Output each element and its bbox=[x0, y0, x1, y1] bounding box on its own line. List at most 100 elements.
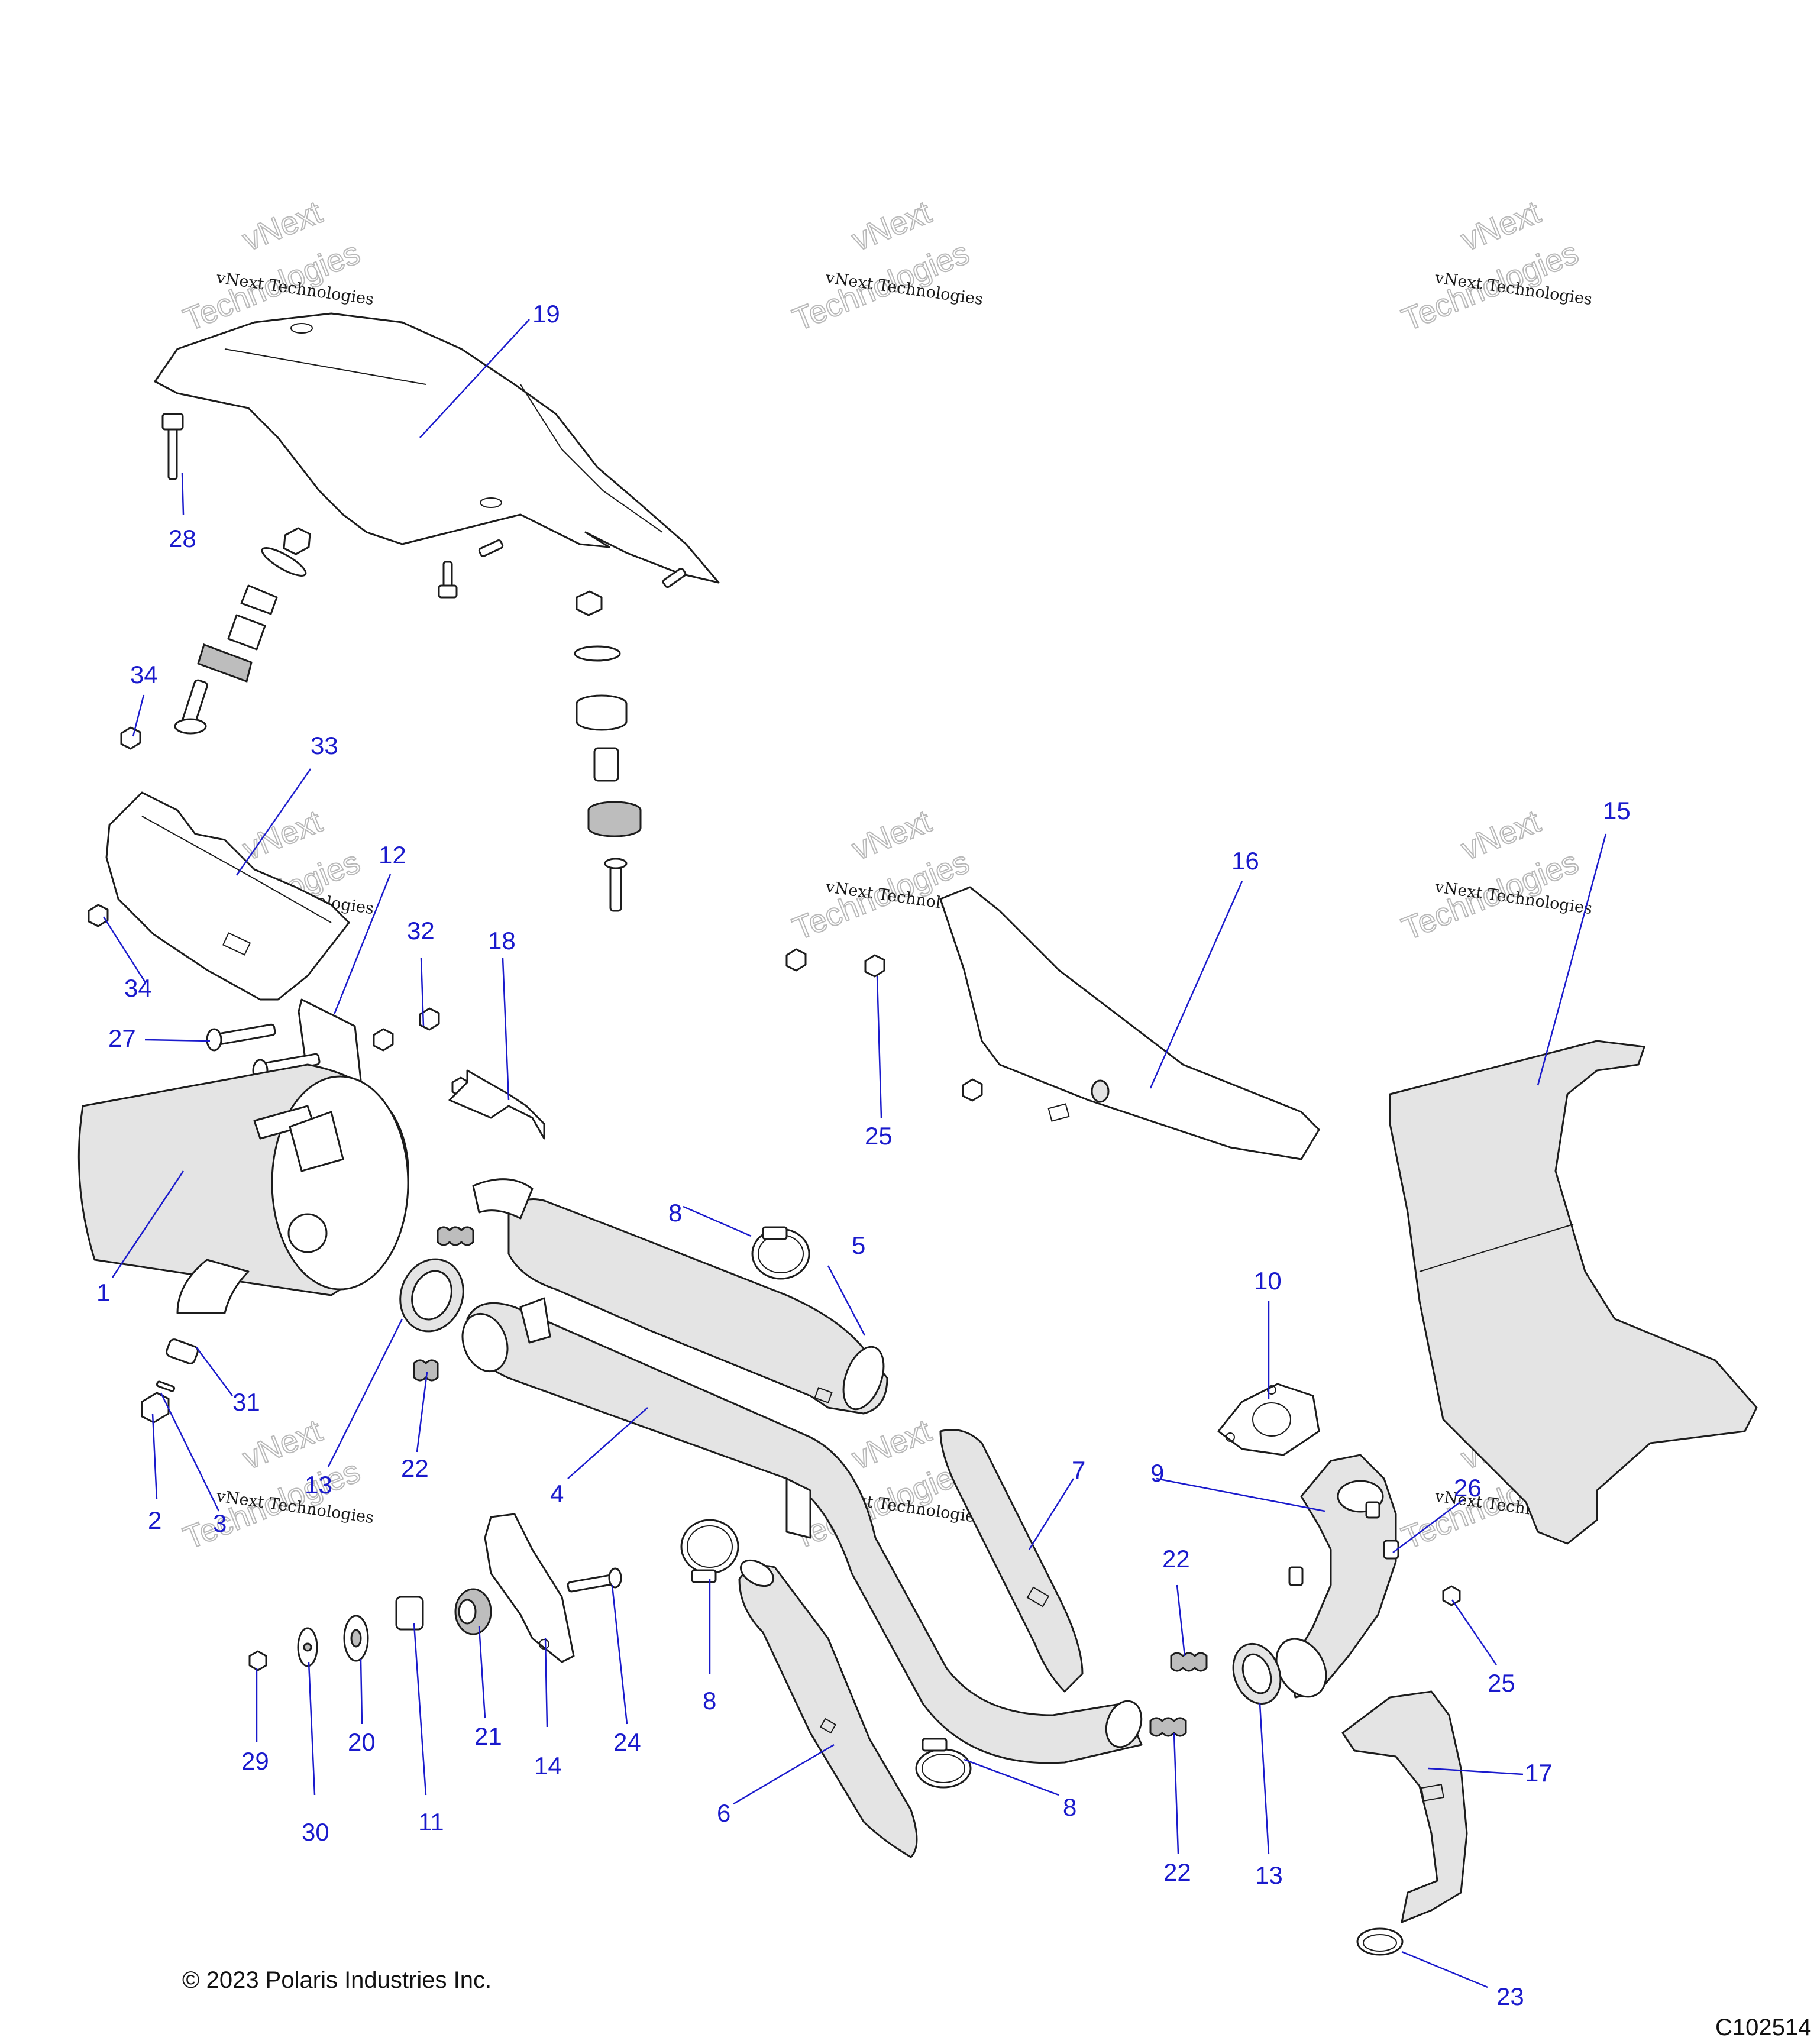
part-gasket bbox=[1232, 1642, 1282, 1705]
watermark-text: vNext bbox=[1456, 195, 1545, 258]
watermark-text: vNext bbox=[847, 195, 936, 258]
callout-20: 20 bbox=[348, 1728, 376, 1756]
part-bolt bbox=[785, 948, 807, 972]
part-shield-bolts bbox=[438, 539, 687, 599]
leader-lines bbox=[102, 319, 1607, 1988]
callout-21: 21 bbox=[474, 1722, 502, 1750]
callout-22: 22 bbox=[401, 1454, 429, 1482]
callout-1: 1 bbox=[96, 1279, 110, 1306]
callout-13b: 13 bbox=[1255, 1861, 1283, 1889]
callout-15: 15 bbox=[1603, 797, 1631, 824]
leader-line-30 bbox=[308, 1661, 316, 1796]
callout-34: 34 bbox=[130, 661, 158, 688]
leader-line-8c bbox=[964, 1758, 1059, 1796]
leader-line-16 bbox=[1149, 881, 1243, 1089]
callout-30: 30 bbox=[302, 1818, 329, 1846]
watermark-text: vNext bbox=[1456, 804, 1545, 867]
callout-18: 18 bbox=[488, 927, 516, 955]
part-clip-washer bbox=[156, 1380, 176, 1392]
callout-4: 4 bbox=[550, 1480, 564, 1508]
leader-line-25a bbox=[876, 975, 882, 1118]
part-heat-shield-small bbox=[105, 791, 350, 1001]
leader-line-14 bbox=[544, 1638, 548, 1728]
part-bolt bbox=[962, 1078, 983, 1102]
leader-line-1 bbox=[111, 1170, 185, 1278]
watermark-text: vNext bbox=[238, 804, 326, 867]
part-pipe-heat-shield bbox=[939, 1429, 1084, 1693]
part-heat-shield-large bbox=[1389, 1040, 1758, 1545]
part-exhaust-manifold bbox=[1275, 1454, 1397, 1699]
leader-line-9 bbox=[1156, 1477, 1325, 1512]
watermark: vNext Technologies vNext Technologies bbox=[787, 194, 984, 338]
leader-line-21 bbox=[478, 1626, 486, 1719]
leader-line-26 bbox=[1392, 1499, 1464, 1553]
copyright-notice: © 2023 Polaris Industries Inc. bbox=[182, 1967, 492, 1993]
part-nut bbox=[248, 1650, 267, 1671]
callout-14: 14 bbox=[534, 1752, 562, 1780]
part-nut bbox=[88, 904, 109, 927]
leader-line-22b bbox=[1176, 1584, 1186, 1657]
leader-line-19 bbox=[419, 319, 530, 438]
callout-19: 19 bbox=[532, 300, 560, 328]
part-nut bbox=[373, 1028, 394, 1052]
part-clamp bbox=[751, 1226, 810, 1280]
watermark-text: vNext bbox=[847, 804, 936, 867]
callout-11: 11 bbox=[418, 1808, 444, 1836]
callout-24: 24 bbox=[613, 1728, 641, 1756]
callout-22b: 22 bbox=[1162, 1545, 1190, 1573]
leader-line-33 bbox=[235, 768, 312, 876]
part-spring bbox=[437, 1226, 474, 1246]
leader-line-23 bbox=[1401, 1951, 1488, 1988]
callout-9: 9 bbox=[1150, 1459, 1164, 1487]
part-mount-stack-left bbox=[161, 413, 311, 735]
leader-line-2 bbox=[151, 1413, 158, 1500]
callout-8c: 8 bbox=[1063, 1793, 1076, 1821]
part-manifold-heat-shield bbox=[1341, 1690, 1468, 1923]
callout-22c: 22 bbox=[1163, 1858, 1191, 1886]
callout-17: 17 bbox=[1525, 1759, 1553, 1787]
leader-line-27 bbox=[144, 1039, 211, 1042]
leader-line-4 bbox=[567, 1407, 648, 1479]
callout-33: 33 bbox=[311, 732, 338, 759]
callout-8: 8 bbox=[668, 1199, 682, 1227]
part-gasket bbox=[399, 1258, 464, 1333]
leader-line-34 bbox=[132, 694, 145, 737]
callout-26: 26 bbox=[1454, 1474, 1482, 1502]
part-clamp bbox=[680, 1519, 739, 1583]
watermark-text: vNext bbox=[847, 1413, 936, 1476]
leader-line-13b bbox=[1259, 1703, 1270, 1855]
watermark-text: vNext bbox=[238, 195, 326, 258]
leader-line-20 bbox=[360, 1658, 363, 1725]
callout-23: 23 bbox=[1496, 1982, 1524, 2010]
watermark: vNext Technologies vNext Technologies bbox=[1396, 194, 1593, 338]
callout-8b: 8 bbox=[703, 1687, 716, 1715]
part-hanger-bracket bbox=[484, 1513, 575, 1663]
leader-line-17 bbox=[1428, 1767, 1524, 1775]
callout-25: 25 bbox=[865, 1122, 893, 1150]
watermark: vNext Technologies vNext Technologies bbox=[178, 1412, 375, 1557]
part-spring bbox=[1170, 1652, 1208, 1672]
callout-5: 5 bbox=[852, 1231, 865, 1259]
part-spring bbox=[1149, 1717, 1187, 1737]
callout-27: 27 bbox=[108, 1024, 136, 1052]
part-flange-gasket bbox=[1217, 1383, 1320, 1456]
callout-10: 10 bbox=[1254, 1267, 1282, 1295]
callout-25b: 25 bbox=[1488, 1669, 1515, 1697]
callout-28: 28 bbox=[169, 525, 196, 552]
leader-line-22 bbox=[416, 1372, 428, 1453]
callout-34b: 34 bbox=[124, 974, 152, 1002]
watermark: vNext Technologies vNext Technologies bbox=[1396, 803, 1593, 947]
leader-line-3 bbox=[160, 1392, 220, 1512]
part-clamp bbox=[1356, 1927, 1404, 1956]
part-bracket bbox=[448, 1069, 545, 1140]
part-bolt bbox=[567, 1567, 622, 1593]
callout-3: 3 bbox=[213, 1509, 227, 1537]
callout-2: 2 bbox=[148, 1506, 161, 1534]
figure-code: C102514 bbox=[1715, 2014, 1812, 2040]
leader-line-32 bbox=[420, 958, 425, 1027]
part-heat-shield-upper bbox=[154, 312, 720, 584]
leader-line-6 bbox=[733, 1744, 835, 1805]
part-nut bbox=[120, 726, 141, 750]
part-bolt bbox=[1383, 1540, 1399, 1560]
